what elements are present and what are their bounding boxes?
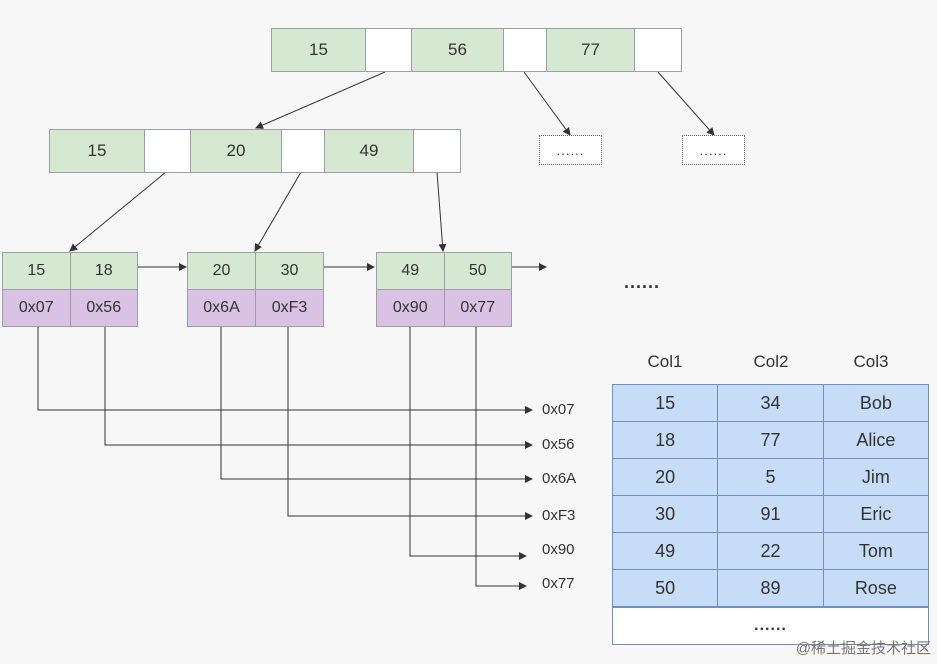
internal-key: 20 [191,130,282,172]
table-cell: 5 [717,458,824,496]
internal-to-leaf2-arrow [254,171,302,252]
leaf-address: 0x77 [444,290,511,326]
table-cell: 15 [611,384,719,422]
table-cell: 20 [611,458,719,496]
root-pointer [504,29,547,71]
address-target-label: 0xF3 [542,507,576,524]
ptr-0x56-line [104,326,533,449]
table-column-header: Col2 [753,352,789,371]
table-cell: 22 [717,532,824,570]
leaf-key: 15 [3,253,71,289]
root-key: 56 [412,29,504,71]
leaf-address: 0x6A [188,290,256,326]
leaf-address: 0x56 [70,290,137,326]
internal-node: 15 20 49 [49,129,461,173]
root-node: 15 56 77 [271,28,682,72]
table-cell: 77 [717,421,824,459]
root-to-internal-arrow [255,71,386,129]
table-cell: Rose [822,569,930,607]
root-key: 15 [272,29,366,71]
table-cell: 89 [717,569,824,607]
root-pointer [366,29,412,71]
internal-to-leaf3-arrow [436,171,447,252]
leaf-key: 49 [377,253,445,289]
table-cell: Tom [822,532,930,570]
ptr-0x6A-line [220,326,533,483]
data-table: 15 34 Bob 18 77 Alice 20 5 Jim 30 91 Eri… [611,384,930,607]
watermark: @稀土掘金技术社区 [795,640,931,657]
ptr-0x77-line [475,326,527,590]
table-more-row: ...... [612,607,929,645]
leaf-key: 20 [188,253,256,289]
address-target-label: 0x6A [542,470,577,487]
root-key: 77 [547,29,635,71]
root-pointer [635,29,681,71]
internal-pointer [414,130,460,172]
ptr-0xF3-line [287,326,533,520]
table-row: 49 22 Tom [611,532,930,570]
table-row: 50 89 Rose [611,569,930,607]
table-cell: Jim [822,458,930,496]
leaf-more-ellipsis: ...... [624,272,661,292]
leaf-address: 0xF3 [256,290,323,326]
table-cell: Eric [822,495,930,533]
table-cell: Bob [822,384,930,422]
root-to-placeholder1-arrow [523,71,571,136]
table-cell: 18 [611,421,719,459]
leaf-address: 0x07 [3,290,71,326]
ptr-0x07-line [37,326,533,414]
table-row: 18 77 Alice [611,421,930,459]
address-target-label: 0x07 [542,401,575,418]
table-cell: Alice [822,421,930,459]
table-row: 30 91 Eric [611,495,930,533]
address-target-label: 0x90 [542,541,575,558]
internal-pointer [145,130,191,172]
table-cell: 49 [611,532,719,570]
leaf-node: 20 30 0x6A 0xF3 [187,252,324,327]
address-target-label: 0x77 [542,575,575,592]
table-cell: 34 [717,384,824,422]
table-row: 20 5 Jim [611,458,930,496]
address-target-label: 0x56 [542,436,575,453]
leaf-key: 18 [70,253,137,289]
table-cell: 91 [717,495,824,533]
leaf-address: 0x90 [377,290,445,326]
table-cell: 30 [611,495,719,533]
ptr-0x90-line [409,326,527,560]
root-to-placeholder2-arrow [657,71,715,136]
table-column-header: Col3 [853,352,889,371]
table-column-header: Col1 [647,352,683,371]
leaf-key: 30 [256,253,323,289]
internal-key: 15 [50,130,145,172]
leaf-node: 15 18 0x07 0x56 [2,252,138,327]
placeholder-node: ...... [682,135,745,165]
table-row: 15 34 Bob [611,384,930,422]
internal-pointer [282,130,325,172]
leaf-node: 49 50 0x90 0x77 [376,252,512,327]
internal-to-leaf1-arrow [69,171,167,252]
placeholder-node: ...... [539,135,602,165]
internal-key: 49 [325,130,414,172]
table-cell: 50 [611,569,719,607]
leaf-key: 50 [444,253,511,289]
